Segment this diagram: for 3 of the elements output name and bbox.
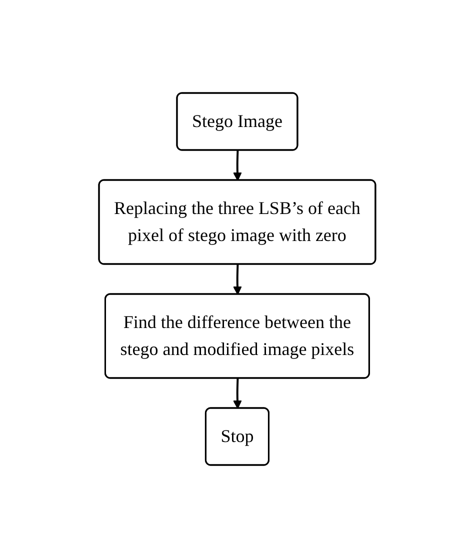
arrow <box>232 150 242 181</box>
arrow <box>232 378 242 409</box>
arrow <box>232 264 242 295</box>
